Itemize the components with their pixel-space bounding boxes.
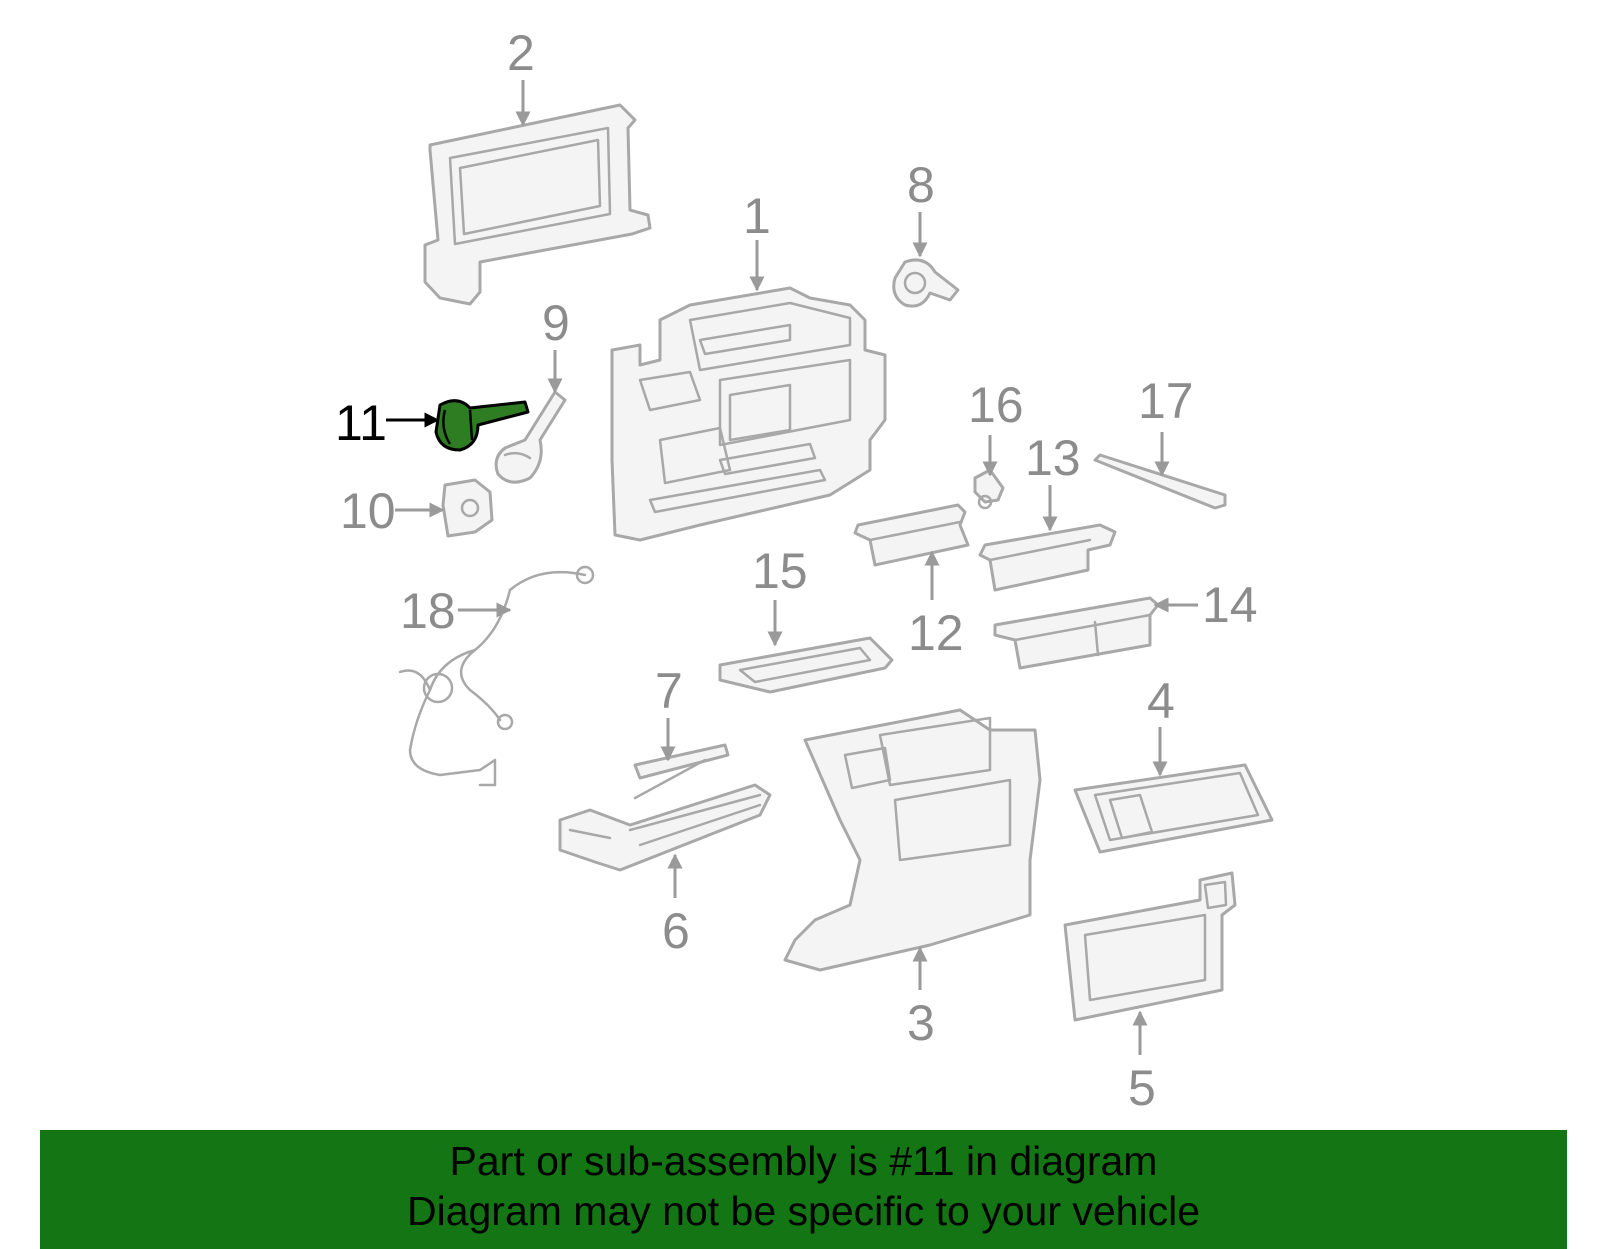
part-10-switch[interactable]: [441, 478, 494, 538]
callout-18: 18: [400, 583, 456, 639]
banner-line-2: Diagram may not be specific to your vehi…: [406, 1188, 1200, 1234]
info-banner: Part or sub-assembly is #11 in diagram D…: [40, 1130, 1567, 1249]
callout-5: 5: [1128, 1060, 1156, 1116]
part-14-door[interactable]: [993, 596, 1160, 670]
part-9-arm[interactable]: [494, 390, 567, 484]
part-17-rod[interactable]: [1093, 453, 1227, 510]
callout-10: 10: [340, 483, 396, 539]
part-2-frame[interactable]: [423, 103, 652, 306]
part-4-panel[interactable]: [1073, 763, 1274, 854]
part-8-actuator[interactable]: [892, 258, 960, 308]
part-18-harness[interactable]: [398, 565, 595, 787]
callout-12: 12: [908, 605, 964, 661]
part-11-actuator-highlighted[interactable]: [434, 399, 530, 452]
callout-15: 15: [752, 543, 808, 599]
leader-lines: [386, 80, 1198, 1055]
banner-line-1: Part or sub-assembly is #11 in diagram: [449, 1138, 1158, 1184]
part-12-door[interactable]: [853, 503, 970, 567]
callout-labels: 2 1 8 9 11 10 18 16 17 13 12 14 15 7 6 3…: [335, 25, 1258, 1116]
callout-1: 1: [743, 188, 771, 244]
callout-6: 6: [662, 903, 690, 959]
part-1-case[interactable]: [610, 286, 887, 542]
part-7-seal[interactable]: [633, 743, 730, 800]
callout-7: 7: [655, 663, 683, 719]
part-6-core[interactable]: [558, 783, 772, 872]
callout-2: 2: [507, 25, 535, 81]
part-5-frame[interactable]: [1063, 871, 1237, 1022]
callout-13: 13: [1025, 430, 1081, 486]
part-13-door[interactable]: [978, 523, 1117, 592]
callout-8: 8: [907, 157, 935, 213]
callout-3: 3: [907, 995, 935, 1051]
part-15-cover[interactable]: [718, 636, 894, 694]
part-3-lower-case[interactable]: [783, 708, 1042, 972]
callout-4: 4: [1147, 673, 1175, 729]
callout-11: 11: [335, 395, 387, 451]
callout-9: 9: [542, 295, 570, 351]
part-16-clip[interactable]: [973, 468, 1005, 510]
callout-14: 14: [1202, 577, 1258, 633]
callout-17: 17: [1138, 373, 1194, 429]
callout-16: 16: [968, 377, 1024, 433]
